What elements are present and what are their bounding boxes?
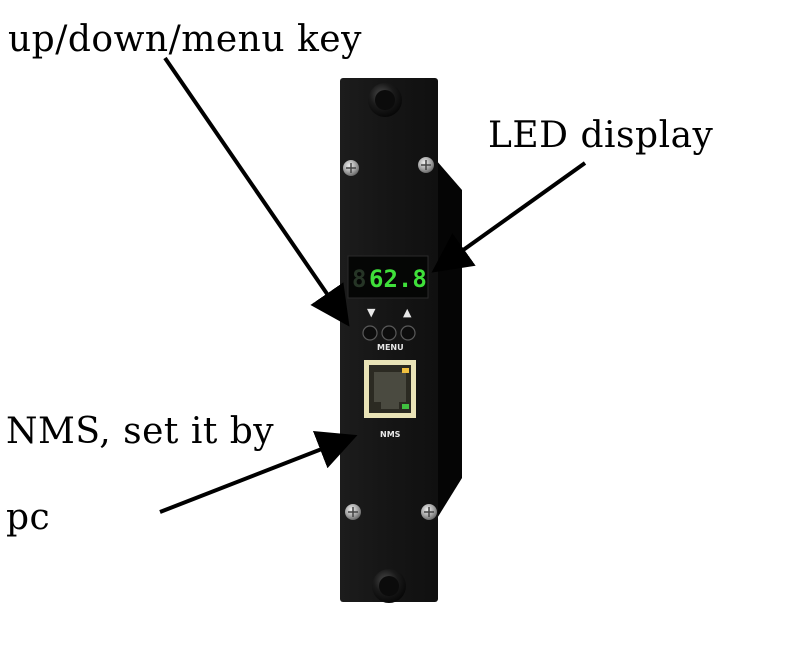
nms-port-label: NMS xyxy=(380,430,401,439)
keys-annotation: up/down/menu key xyxy=(8,19,362,60)
keys-pointer-arrow xyxy=(163,56,350,327)
led-value: 62.8 xyxy=(369,265,427,293)
screw-top-right xyxy=(418,157,434,173)
display-pointer-arrow xyxy=(431,161,587,273)
led-dim-digit: 8 xyxy=(352,265,366,293)
port-status-led-green xyxy=(402,404,409,409)
nms-ethernet-port[interactable] xyxy=(364,360,416,418)
up-key-symbol: ▲ xyxy=(403,306,412,319)
screw-bottom-left xyxy=(345,504,361,520)
screw-bottom-right xyxy=(421,504,437,520)
screw-top-left xyxy=(343,160,359,176)
menu-label: MENU xyxy=(377,343,404,352)
nms-pointer-arrow xyxy=(159,430,358,514)
up-key-button[interactable] xyxy=(400,325,416,341)
down-key-symbol: ▼ xyxy=(367,306,376,319)
menu-key-button[interactable] xyxy=(381,325,397,341)
nms-annotation-line1: NMS, set it by xyxy=(6,411,275,452)
module-side-wall xyxy=(436,160,462,520)
down-key-button[interactable] xyxy=(362,325,378,341)
port-status-led-yellow xyxy=(402,368,409,373)
nms-annotation-line2: pc xyxy=(6,497,51,538)
display-annotation: LED display xyxy=(488,115,714,156)
led-display: 8 62.8 xyxy=(347,255,429,299)
